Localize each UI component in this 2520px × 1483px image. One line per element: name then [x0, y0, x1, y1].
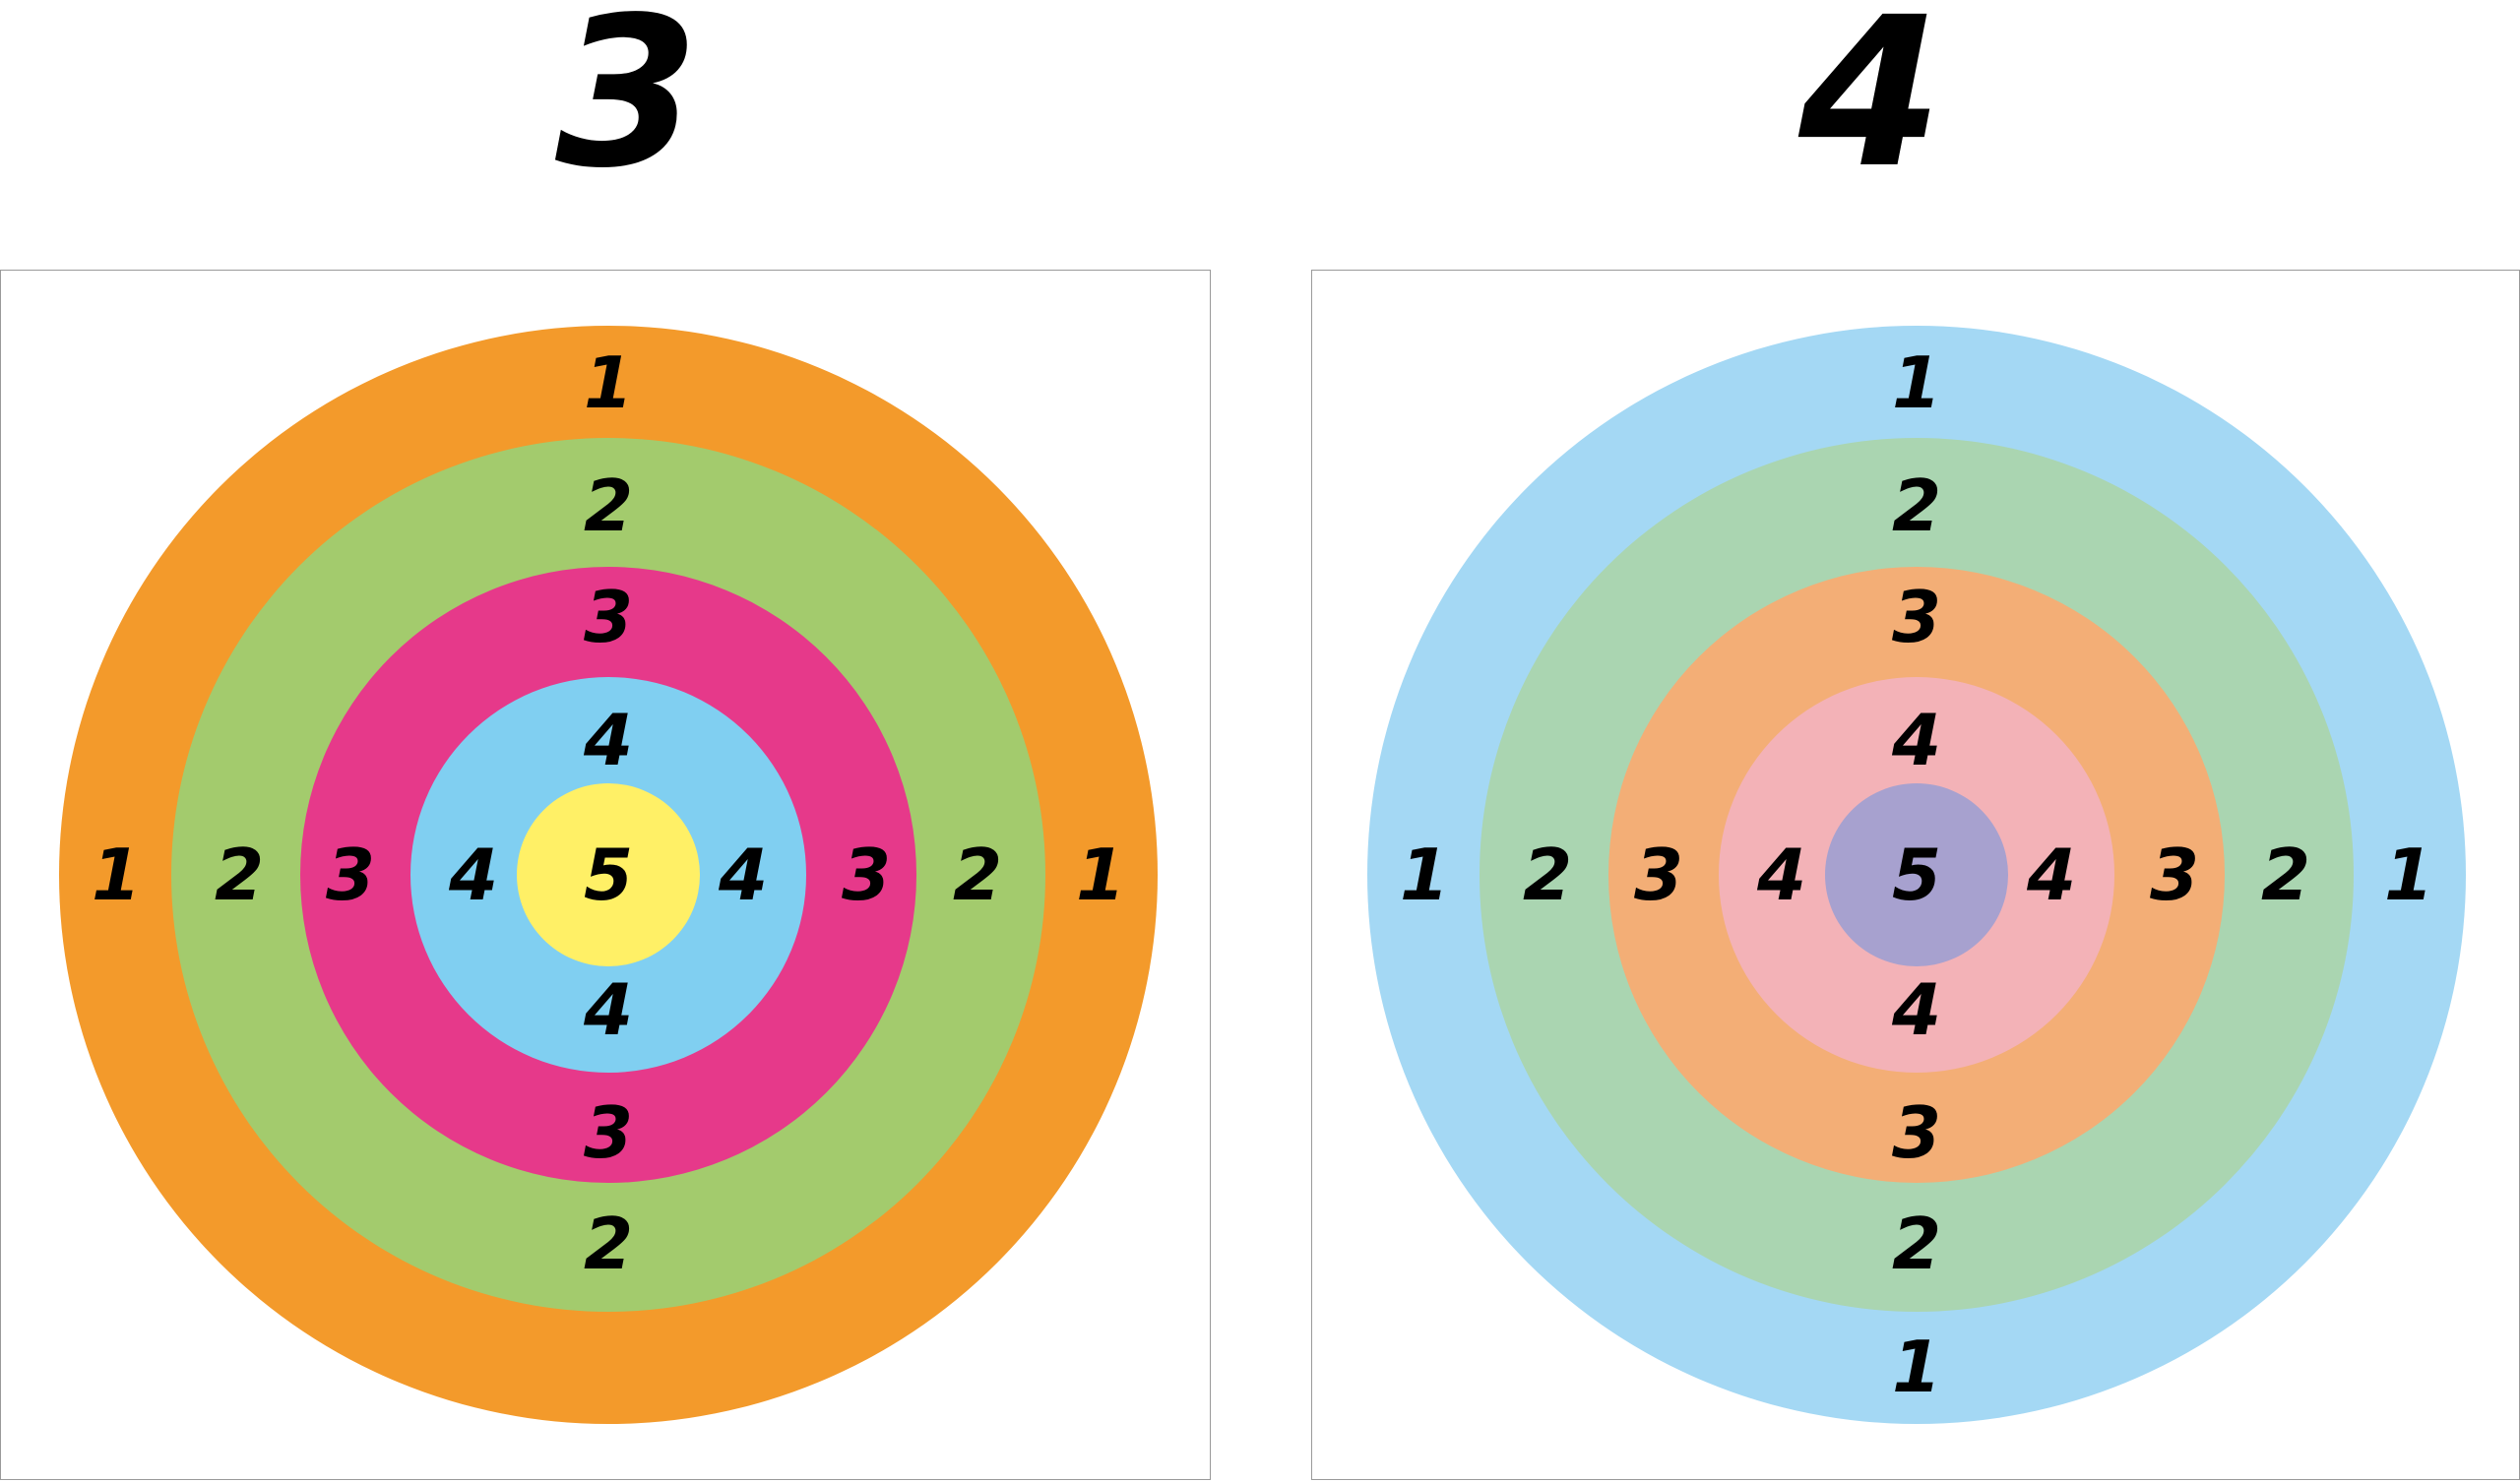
ring-label-right: 1 [2384, 834, 2433, 916]
ring-label-bottom: 3 [1892, 1091, 1941, 1174]
ring-label-right: 1 [1076, 834, 1125, 916]
ring-label-right: 3 [842, 834, 891, 916]
ring-label-top: 4 [583, 699, 633, 781]
ring-label-bottom: 2 [1892, 1203, 1941, 1285]
ring-label-left: 3 [326, 834, 375, 916]
ring-label-top: 3 [1892, 576, 1941, 658]
ring-5 [517, 783, 700, 966]
ring-5 [1825, 783, 2008, 966]
target-title-4: 4 [1797, 0, 1943, 214]
ring-label-bottom: 1 [1892, 1326, 1941, 1408]
ring-label-right: 4 [718, 834, 768, 916]
ring-label-right: 2 [2261, 834, 2310, 916]
ring-label-bottom: 4 [583, 968, 633, 1051]
ring-label-center: 5 [1892, 834, 1941, 916]
ring-label-left: 1 [92, 834, 141, 916]
ring-label-top: 2 [1892, 464, 1941, 547]
ring-label-bottom: 2 [584, 1203, 633, 1285]
ring-label-bottom: 3 [584, 1091, 633, 1174]
ring-label-top: 1 [584, 341, 633, 424]
ring-label-top: 1 [1892, 341, 1941, 424]
ring-label-right: 4 [2026, 834, 2076, 916]
target-title-3: 3 [554, 0, 700, 214]
ring-label-top: 2 [584, 464, 633, 547]
ring-label-right: 3 [2150, 834, 2199, 916]
ring-label-bottom: 4 [1891, 968, 1941, 1051]
ring-label-right: 2 [953, 834, 1002, 916]
ring-label-top: 3 [584, 576, 633, 658]
ring-label-left: 2 [215, 834, 264, 916]
ring-label-left: 4 [1756, 834, 1806, 916]
ring-label-left: 3 [1634, 834, 1683, 916]
ring-label-left: 2 [1523, 834, 1572, 916]
ring-label-center: 5 [584, 834, 633, 916]
ring-label-left: 4 [448, 834, 498, 916]
ring-label-left: 1 [1400, 834, 1449, 916]
ring-label-top: 4 [1891, 699, 1941, 781]
